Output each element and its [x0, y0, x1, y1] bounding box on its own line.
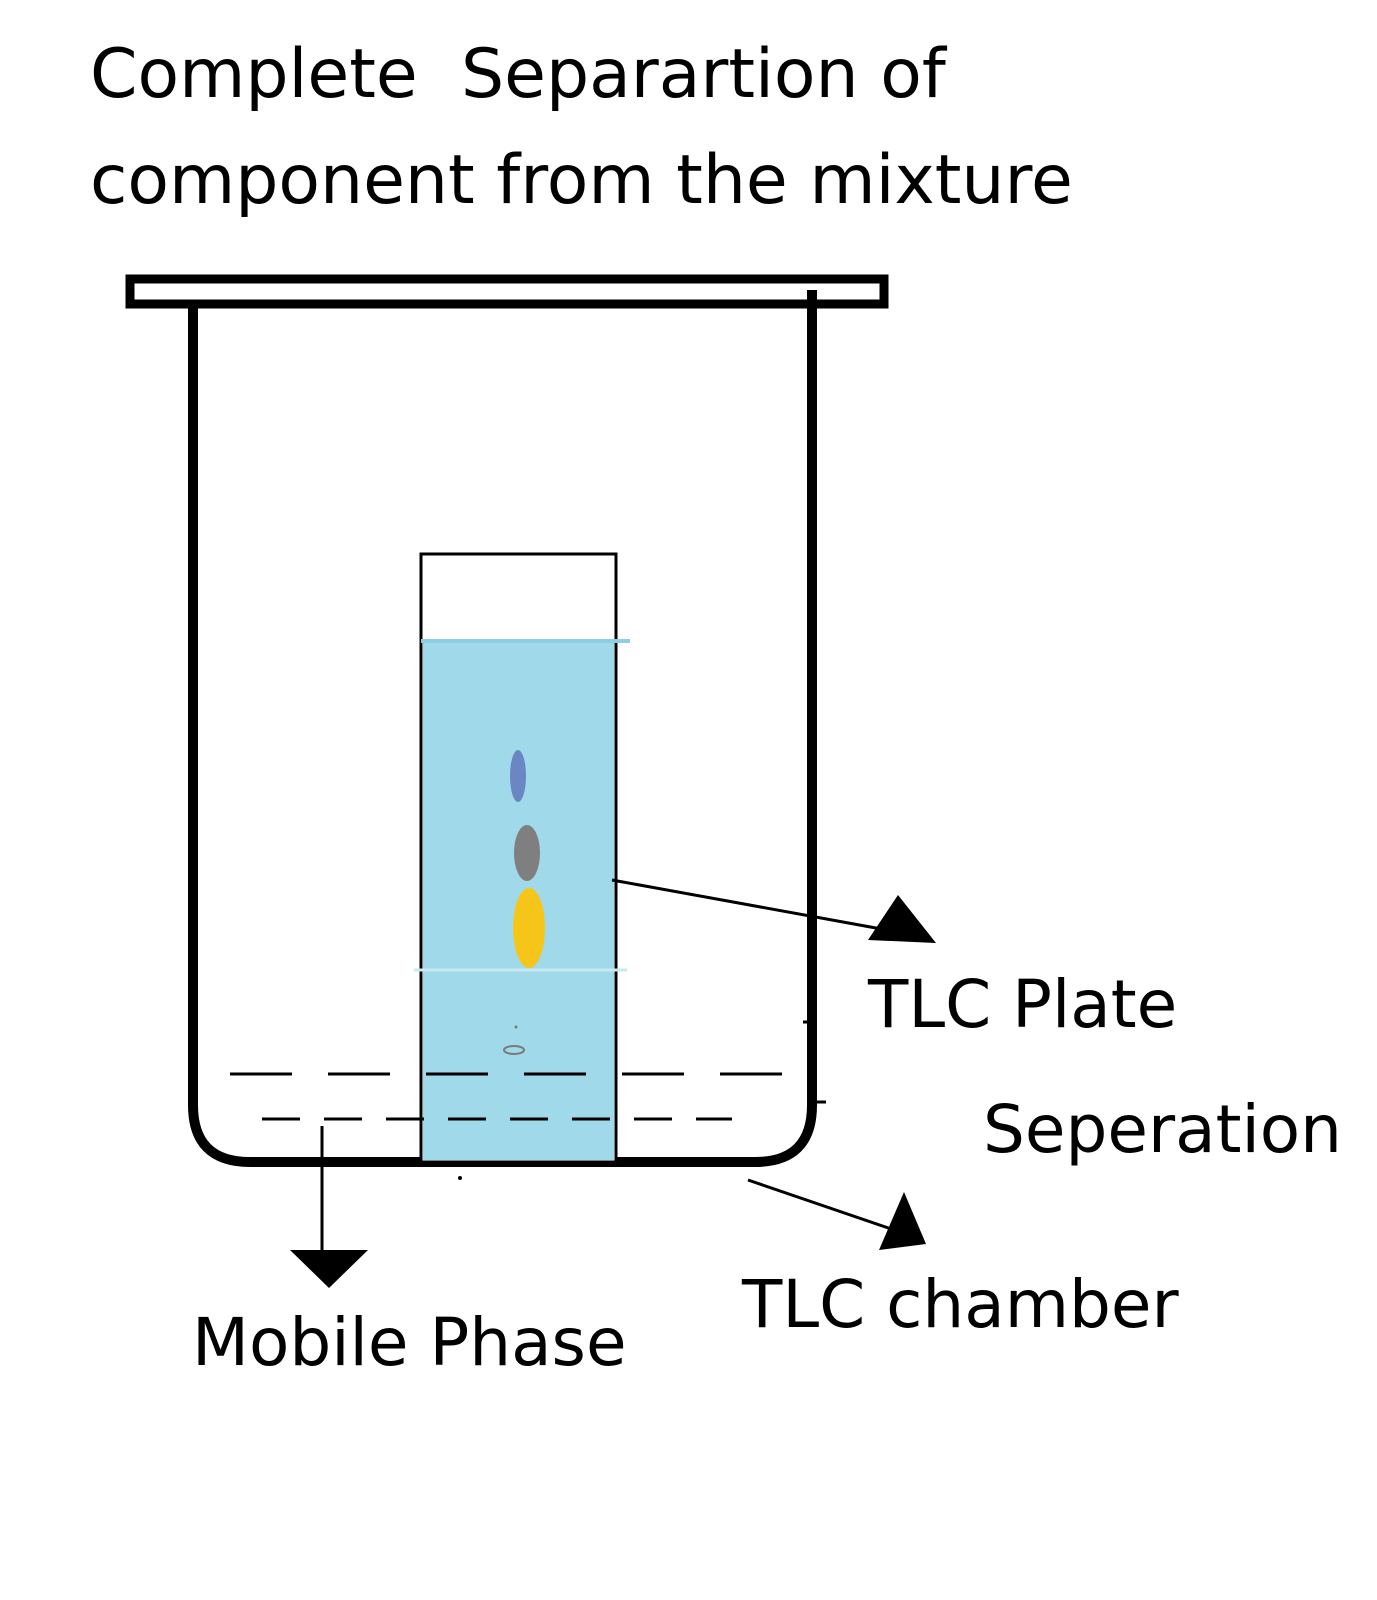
tlc-plate-pointer-line	[611, 878, 899, 934]
chamber-lid	[125, 274, 889, 309]
arrowhead-icon	[879, 1192, 926, 1250]
chamber-base-dot	[458, 1176, 462, 1180]
diagram-title-line-2: component from the mixture	[90, 141, 1073, 220]
arrowhead-icon	[868, 895, 936, 943]
diagram-title-line-1: Complete Separartion of	[90, 35, 948, 114]
origin-spot	[503, 1045, 525, 1055]
spot-component-middle	[514, 825, 540, 881]
tlc-chamber-pointer-line	[747, 1178, 904, 1235]
origin-dot	[514, 1025, 518, 1029]
spot-component-top	[510, 750, 526, 802]
arrowhead-icon	[290, 1250, 368, 1288]
tlc-plate-label: TLC Plate	[867, 966, 1177, 1043]
mobile-phase-label: Mobile Phase	[192, 1304, 627, 1381]
separation-label: Seperation	[983, 1091, 1342, 1168]
tlc-chamber-label: TLC chamber	[741, 1266, 1180, 1343]
spot-component-bottom	[513, 888, 545, 968]
